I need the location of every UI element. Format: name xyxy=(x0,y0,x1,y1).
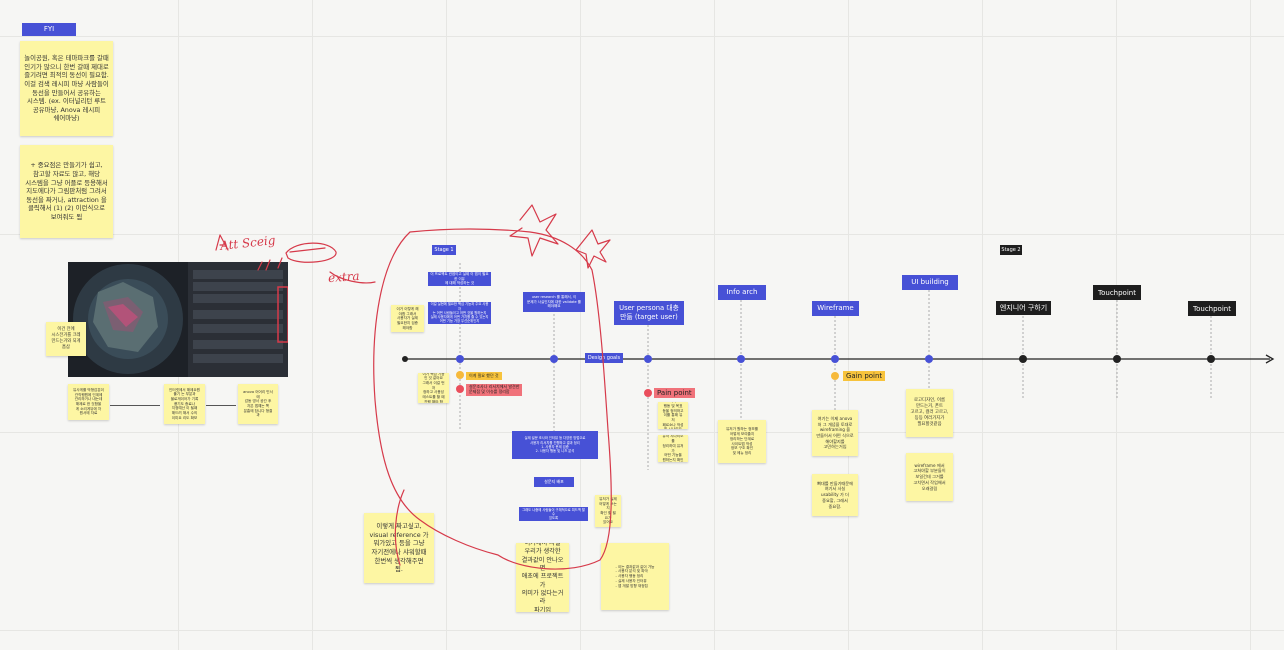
wireframe-note[interactable]: 여기는 이제 anova 처 그 개념을 토대로 wireframing 을 만… xyxy=(812,410,858,456)
stage-wireframe[interactable]: Wireframe xyxy=(812,301,859,316)
gain-dot xyxy=(831,372,839,380)
grid-line xyxy=(312,0,313,650)
grid-line xyxy=(0,432,1284,433)
stage-label[interactable]: Stage 2 xyxy=(1000,245,1022,255)
touchpoint-box[interactable]: Touchpoint xyxy=(1093,285,1141,300)
research-side-sticky[interactable]: 유저가 실제 어떻게 쓰는지 확인 할 필요가 있어요 xyxy=(595,495,621,527)
pain-point-tag[interactable]: Pain point xyxy=(654,388,695,398)
stage-info-arch[interactable]: Info arch xyxy=(718,285,766,300)
touchpoint-box[interactable]: Touchpoint xyxy=(1188,301,1236,316)
grid-line xyxy=(982,0,983,650)
timeline-start-dot xyxy=(402,356,408,362)
stage1-box[interactable]: 그래도 나중에 사람들이 구체적으로 피드백 할 수 있도록 xyxy=(519,507,588,521)
reference-step-note[interactable]: 유사게를 박형감분이 관직행원에 인계에 관리하거나 내는데 해제로 한 것함을… xyxy=(68,384,109,420)
milestone-dot[interactable] xyxy=(925,355,933,363)
persona-note[interactable]: 유저 시나리오를 정리하여 유저가 어떤 기능을 원하는지 확인 xyxy=(658,435,688,462)
grid-line xyxy=(714,0,715,650)
arrow xyxy=(206,405,236,406)
stage1-sticky[interactable]: 이거 이렇게 해 야함 그래서 사용자가 실제 필요한지 검증 해야함 xyxy=(391,305,424,332)
stage1-box[interactable]: 설문지 배포 xyxy=(534,477,574,487)
stage-persona[interactable]: User persona 대충 만듦 (target user) xyxy=(614,301,684,325)
stage1-box[interactable]: 이걸 실현에 필요한 핵심 기능과 주요 사용자 는 어떤 사람들이고 어떤 것… xyxy=(428,302,491,324)
grid-line xyxy=(0,36,1284,37)
grid-line xyxy=(0,234,1284,235)
low-sticky[interactable]: - 이는 결과값과 같이 가능 - 사용자 분석 및 파악 - 사용자 행동 정… xyxy=(601,543,669,610)
milestone-dot[interactable] xyxy=(1019,355,1027,363)
info-note[interactable]: 유저가 원하는 정보를 어떻게 보여줄지 정리하는 단계로 사이트맵 작성 정보… xyxy=(718,420,766,463)
milestone-dot[interactable] xyxy=(644,355,652,363)
fyi-header[interactable]: FYI xyxy=(22,23,76,36)
grid-line xyxy=(0,630,1284,631)
stage-ui-building[interactable]: UI building xyxy=(902,275,958,290)
milestone-dot[interactable] xyxy=(831,355,839,363)
reference-step-note[interactable]: anova 어어리 민서에 감동 영서 공간 후 자은 앱예는 쪽 분흠에 참니… xyxy=(238,384,278,424)
fyi-note[interactable]: + 중요점은 만들기가 쉽고, 참고할 자료도 많고, 해당 시스템을 그냥 어… xyxy=(20,145,113,238)
milestone-dot[interactable] xyxy=(737,355,745,363)
design-goals-label[interactable]: Design goals xyxy=(585,353,623,363)
stage1-sticky[interactable]: 이거 핵심 기능 인 것 같아요 그래서 이걸 먼저 정하고 사용성 테스트를 … xyxy=(418,373,449,403)
grid-line xyxy=(848,0,849,650)
milestone-dot[interactable] xyxy=(456,355,464,363)
grid-line xyxy=(1250,0,1251,650)
ui-note[interactable]: wireframe 에서 고쳐야할 부분들이 보일건데 그거를 고치면서 작업해… xyxy=(906,453,953,501)
side-note[interactable]: 이건 전에 시스전거를 크레 만드는거와 되게 흡삼 xyxy=(46,322,86,356)
center-sticky[interactable]: 이거에서 사실 우리가 생각한 결과값이 안나오면 애초에 프로젝트가 의미가 … xyxy=(516,543,569,612)
engineer-box[interactable]: 엔지니어 구하기 xyxy=(996,301,1051,315)
extra-annotation: extra xyxy=(327,268,361,286)
milestone-dot[interactable] xyxy=(1113,355,1121,363)
stage1-box[interactable]: user research 를 통해서, 이 문제가 사실인지에 대한 vali… xyxy=(523,292,585,312)
stage1-box[interactable]: 이 프로젝트 컨셉이고 실제 이 앱이 필요한 이유 에 대해 작성하는 것 xyxy=(428,272,491,286)
ui-note[interactable]: 로고디자인, 이름 만드는거, 폰트 고르고, 컬러 고르고, 등등 여러가지가… xyxy=(906,389,953,437)
pain-tag-small[interactable]: 설문조사나 리서치에서 발견한 문제점 및 이슈를 정리함 xyxy=(466,384,523,396)
map-screenshot xyxy=(68,262,288,377)
fyi-note[interactable]: 놀이공원, 혹은 테마파크를 갈때 인기가 많으니 한번 갈때 제대로 즐기려면… xyxy=(20,41,113,136)
pain-dot xyxy=(644,389,652,397)
grid-line xyxy=(1116,0,1117,650)
game-screenshot-image[interactable] xyxy=(68,262,288,377)
gain-tag-small[interactable]: 이게 필요 했던 것 xyxy=(466,372,502,380)
milestone-dot[interactable] xyxy=(550,355,558,363)
wireframe-note[interactable]: 뼈대를 만들기때문에 여기서 사실 usability 가 더 중요할, 그래서… xyxy=(812,474,858,516)
arrow xyxy=(110,405,160,406)
stage1-box[interactable]: 실제 설문 조사와 인터뷰 등 다양한 방법으로 사용자 리서치를 진행하고 결… xyxy=(512,431,598,459)
pain-dot xyxy=(456,385,464,393)
milestone-dot[interactable] xyxy=(1207,355,1215,363)
reference-step-note[interactable]: 인터넷에서 해제요원 풀기 는 부분과 블로게이어가 기록 풍기도 종료나 지정… xyxy=(164,384,205,424)
gain-dot xyxy=(456,371,464,379)
gain-point-tag[interactable]: Gain point xyxy=(843,371,886,381)
stage-label[interactable]: Stage 1 xyxy=(432,245,456,255)
persona-note[interactable]: 해당 타겟 유저의 행동 및 목표 등을 정의하고 이를 통해 유저 페르소나 … xyxy=(658,402,688,429)
